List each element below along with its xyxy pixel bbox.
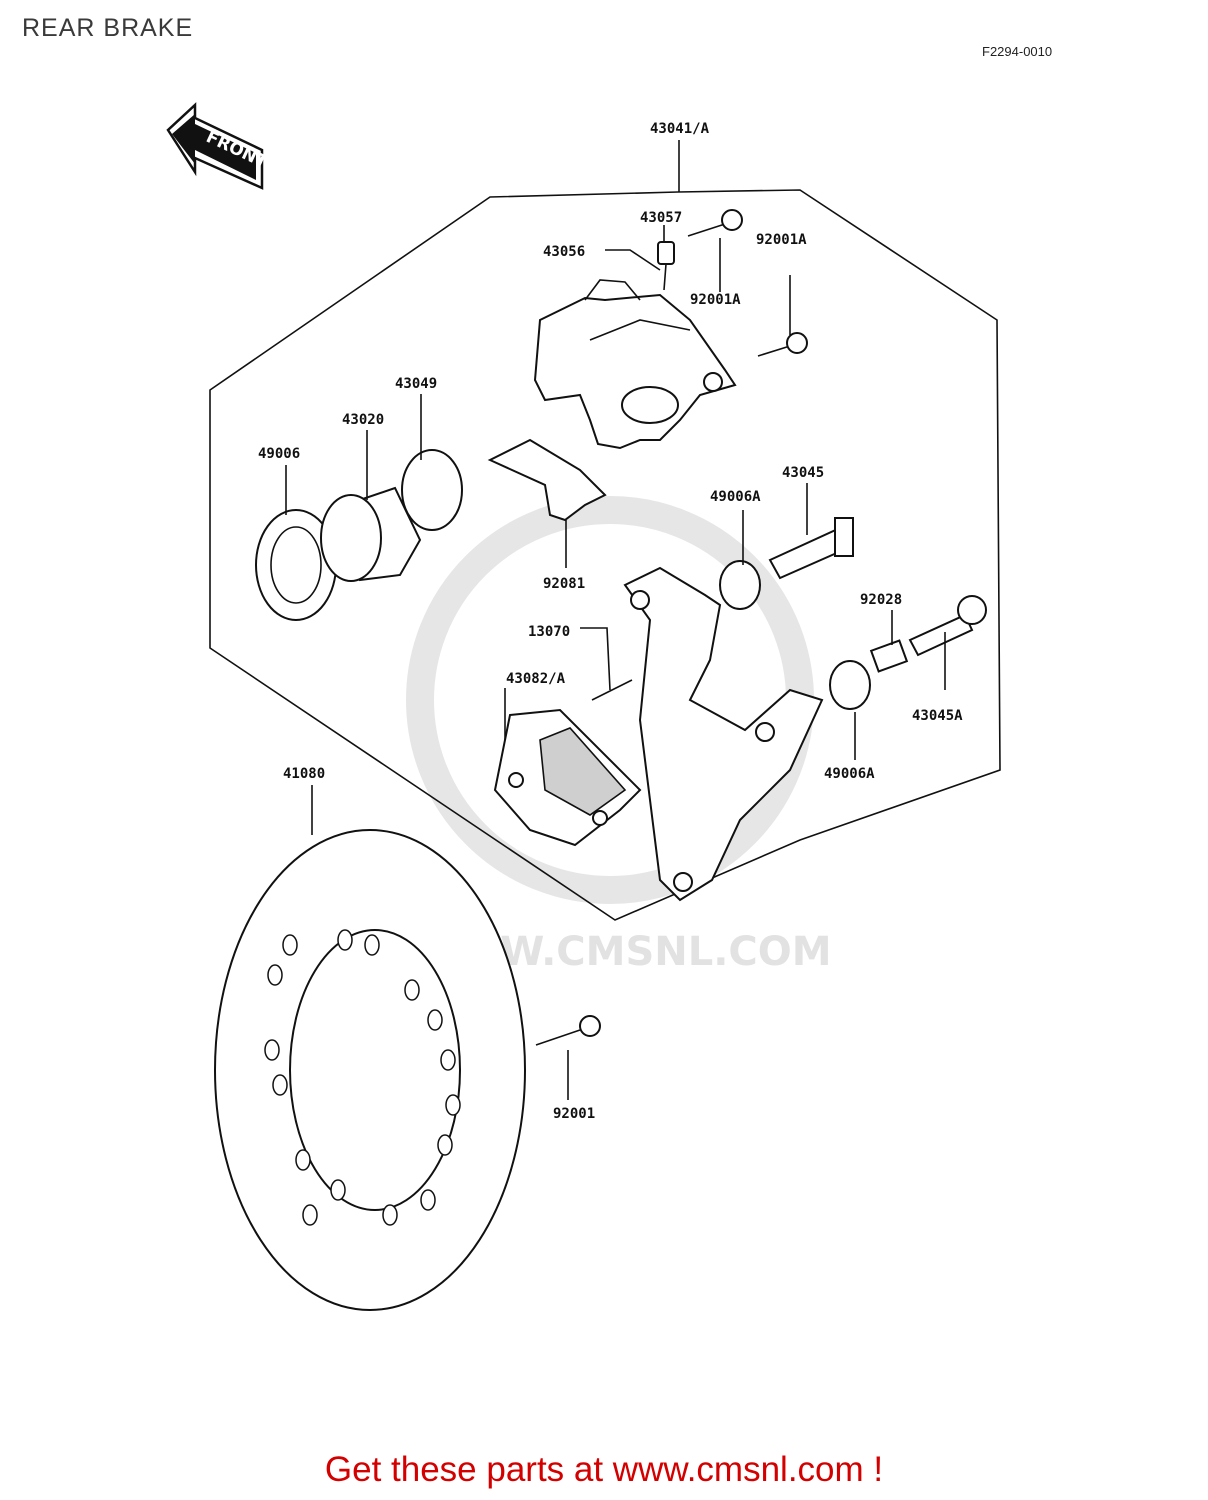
caliper-assembly-outline bbox=[209, 189, 1001, 921]
label-43056: 43056 bbox=[543, 244, 585, 260]
pad-spring bbox=[487, 438, 607, 522]
leader-lines bbox=[285, 225, 946, 1100]
label-92001a-lower: 92001A bbox=[690, 292, 741, 308]
pin bbox=[591, 679, 633, 701]
part-labels: 43041/A 43057 43056 92001A 92001A 43049 … bbox=[258, 121, 963, 1122]
brake-pads bbox=[493, 708, 642, 847]
caliper-body bbox=[533, 279, 737, 450]
boot-main bbox=[719, 560, 761, 610]
label-92028: 92028 bbox=[860, 592, 902, 608]
label-49006a-main: 49006A bbox=[710, 489, 761, 505]
label-43049: 43049 bbox=[395, 376, 437, 392]
label-41080: 41080 bbox=[283, 766, 325, 782]
label-43041: 43041/A bbox=[650, 121, 710, 137]
page-title: REAR BRAKE bbox=[22, 14, 194, 42]
shaft-second bbox=[908, 595, 987, 657]
label-49006a-second: 49006A bbox=[824, 766, 875, 782]
exploded-parts-diagram: WWW.CMSNL.COM FRONT bbox=[166, 102, 1001, 1311]
label-43045a: 43045A bbox=[912, 708, 963, 724]
label-92001a-upper: 92001A bbox=[756, 232, 807, 248]
label-92081: 92081 bbox=[543, 576, 585, 592]
label-49006: 49006 bbox=[258, 446, 300, 462]
shaft-main bbox=[768, 517, 854, 580]
piston bbox=[320, 486, 422, 582]
piston-seal-ring bbox=[401, 449, 463, 531]
label-43045: 43045 bbox=[782, 465, 824, 481]
label-43057: 43057 bbox=[640, 210, 682, 226]
brake-disc bbox=[214, 829, 526, 1311]
label-43020: 43020 bbox=[342, 412, 384, 428]
bleed-valve bbox=[657, 241, 675, 291]
caliper-bolt-upper bbox=[687, 209, 743, 237]
figure-code: F2294-0010 bbox=[982, 44, 1053, 59]
label-13070: 13070 bbox=[528, 624, 570, 640]
caliper-bolt-lower bbox=[757, 332, 808, 357]
label-43082: 43082/A bbox=[506, 671, 566, 687]
cta-link[interactable]: Get these parts at www.cmsnl.com ! bbox=[324, 1450, 884, 1489]
disc-bolt bbox=[535, 1015, 601, 1046]
boot-second bbox=[829, 660, 871, 710]
front-arrow-icon: FRONT bbox=[166, 102, 271, 190]
sleeve bbox=[869, 639, 909, 673]
caliper-bracket bbox=[623, 566, 824, 902]
label-92001: 92001 bbox=[553, 1106, 595, 1122]
